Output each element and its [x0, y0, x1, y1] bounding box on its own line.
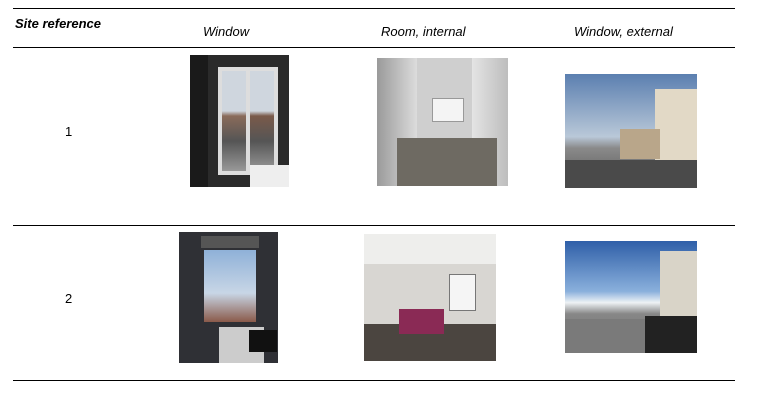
- site2-window-external-photo: [565, 241, 697, 353]
- header-divider: [13, 47, 735, 48]
- site1-window-external-photo: [565, 74, 697, 188]
- site2-room-internal-photo: [364, 234, 496, 361]
- site1-room-internal-photo: [377, 58, 508, 186]
- site1-window-photo: [190, 55, 289, 187]
- row-divider: [13, 225, 735, 226]
- header-site-reference: Site reference: [15, 16, 101, 31]
- site-reference-1: 1: [65, 124, 73, 139]
- header-window: Window: [203, 24, 250, 39]
- header-window-external: Window, external: [574, 24, 673, 39]
- site-reference-2: 2: [65, 291, 73, 306]
- header-room-internal: Room, internal: [381, 24, 466, 39]
- site2-window-photo: [179, 232, 278, 363]
- table-top-border: [13, 8, 735, 9]
- table-bottom-border: [13, 380, 735, 381]
